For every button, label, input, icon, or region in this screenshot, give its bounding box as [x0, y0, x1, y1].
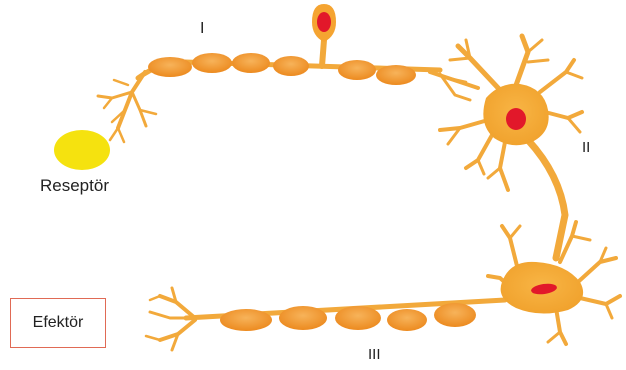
motor-axon-myelin	[220, 303, 476, 331]
motor-cell-body	[501, 262, 584, 314]
label-neuron-1: I	[200, 20, 204, 38]
effector-box: Efektör	[10, 298, 106, 348]
effector-label: Efektör	[33, 314, 84, 332]
sensory-cell-body	[312, 4, 336, 42]
interneuron-cell-body	[483, 84, 548, 145]
sensory-axon-myelin	[148, 53, 416, 85]
interneuron	[440, 36, 582, 258]
label-neuron-2: II	[582, 139, 590, 156]
label-neuron-3: III	[368, 346, 381, 363]
receptor-shape	[54, 130, 110, 170]
receptor-label: Reseptör	[40, 176, 109, 196]
sensory-neuron	[98, 40, 478, 142]
